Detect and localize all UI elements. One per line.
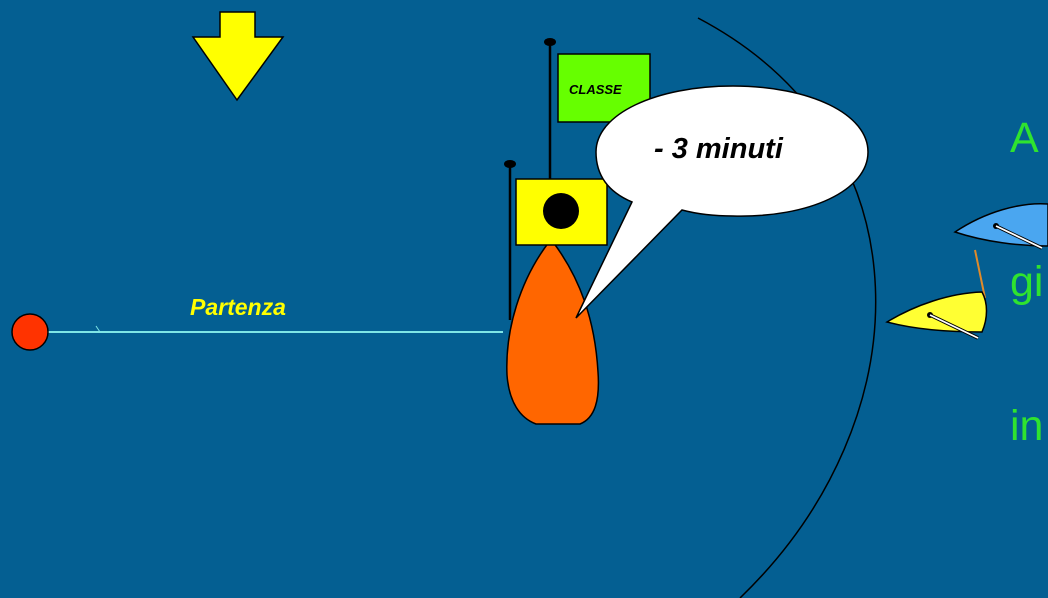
side-text-line-2: gi xyxy=(1010,258,1043,306)
sailboat-icon xyxy=(887,292,987,332)
side-text-line-3: in xyxy=(1010,402,1043,450)
wind-arrow-icon xyxy=(193,12,283,100)
side-text: A gi in xyxy=(1010,18,1043,498)
side-text-line-1: A xyxy=(1010,114,1043,162)
start-line-label: Partenza xyxy=(190,294,286,321)
signal-bubble-text: - 3 minuti xyxy=(654,133,783,166)
flag-dot xyxy=(543,193,579,229)
speech-bubble xyxy=(576,86,868,318)
committee-boat-icon xyxy=(507,242,599,424)
buoy-icon xyxy=(12,314,48,350)
class-flag-label: CLASSE xyxy=(569,82,622,97)
